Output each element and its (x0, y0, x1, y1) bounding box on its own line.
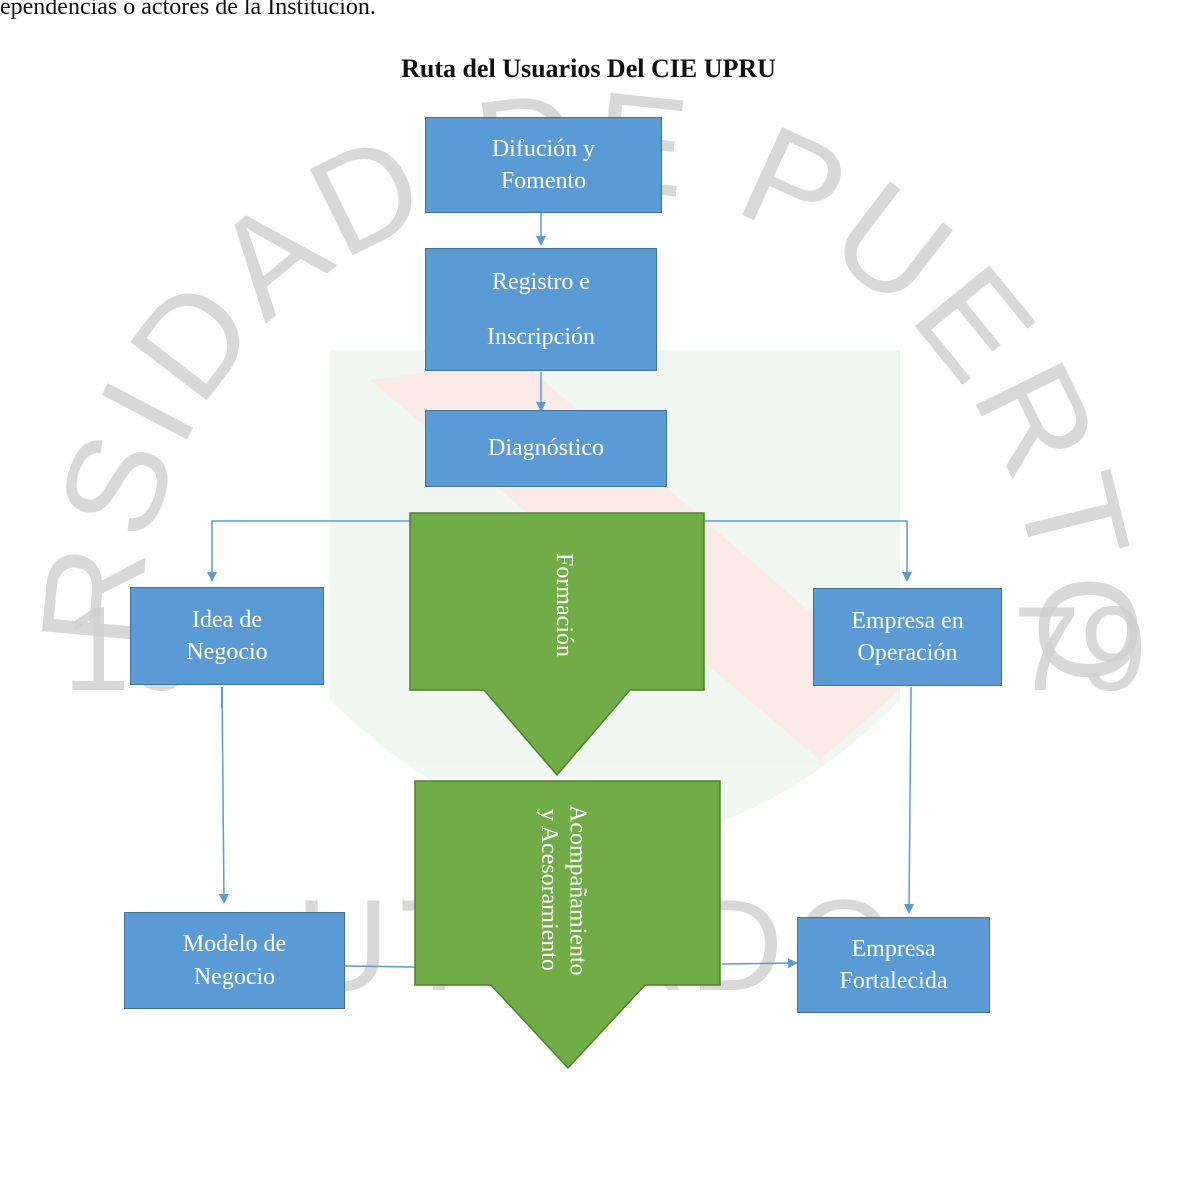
connector-to-empresa-operacion (704, 520, 912, 582)
acompanamiento-line2: y Acesoramiento (535, 809, 562, 971)
intro-text: ependencias o actores de la Institución. (0, 0, 376, 20)
connector-modelo-acompanamiento (344, 965, 416, 968)
difusion-line2: Fomento (500, 168, 587, 194)
modelo-box: Modelo de Negocio (124, 912, 345, 1009)
registro-line2: Inscripción (487, 323, 595, 350)
seal-right-year: 79 (1013, 582, 1146, 716)
idea-line1: Idea de (192, 606, 262, 633)
diagram-title: Ruta del Usuarios Del CIE UPRU (401, 54, 776, 83)
formacion-label-text: Formación (550, 553, 577, 657)
empresa-operacion-box: Empresa en Operación (813, 588, 1002, 686)
diagnostico-box: Diagnóstico (425, 410, 667, 487)
connector-to-idea (207, 520, 410, 582)
formacion-arrow (409, 512, 705, 777)
registro-box: Registro e Inscripción (425, 248, 657, 371)
diagnostico-label: Diagnóstico (488, 435, 604, 462)
difusion-box: Difución y Fomento (425, 117, 662, 213)
idea-line2: Negocio (186, 639, 268, 665)
empresa-operacion-line2: Operación (857, 640, 958, 666)
empresa-fortalecida-line1: Empresa (851, 935, 936, 962)
acompanamiento-line1: Acompañamiento (564, 804, 591, 976)
formacion-label: Formación (549, 530, 578, 680)
connector-idea-modelo (218, 686, 229, 904)
modelo-line2: Negocio (193, 963, 276, 990)
connector-acompanamiento-fortalecida (721, 958, 798, 969)
acompanamiento-arrow (414, 780, 721, 1070)
difusion-line1: Difución y (491, 135, 596, 162)
modelo-line1: Modelo de (182, 931, 287, 958)
empresa-operacion-line1: Empresa en (851, 607, 964, 634)
idea-box: Idea de Negocio (130, 587, 324, 685)
registro-line1: Registro e (492, 269, 590, 296)
empresa-fortalecida-line2: Fortalecida (839, 968, 948, 994)
connector-operacion-fortalecida (904, 686, 915, 914)
acompanamiento-label: Acompañamiento y Acesoramiento (534, 800, 592, 980)
empresa-fortalecida-box: Empresa Fortalecida (797, 917, 990, 1013)
